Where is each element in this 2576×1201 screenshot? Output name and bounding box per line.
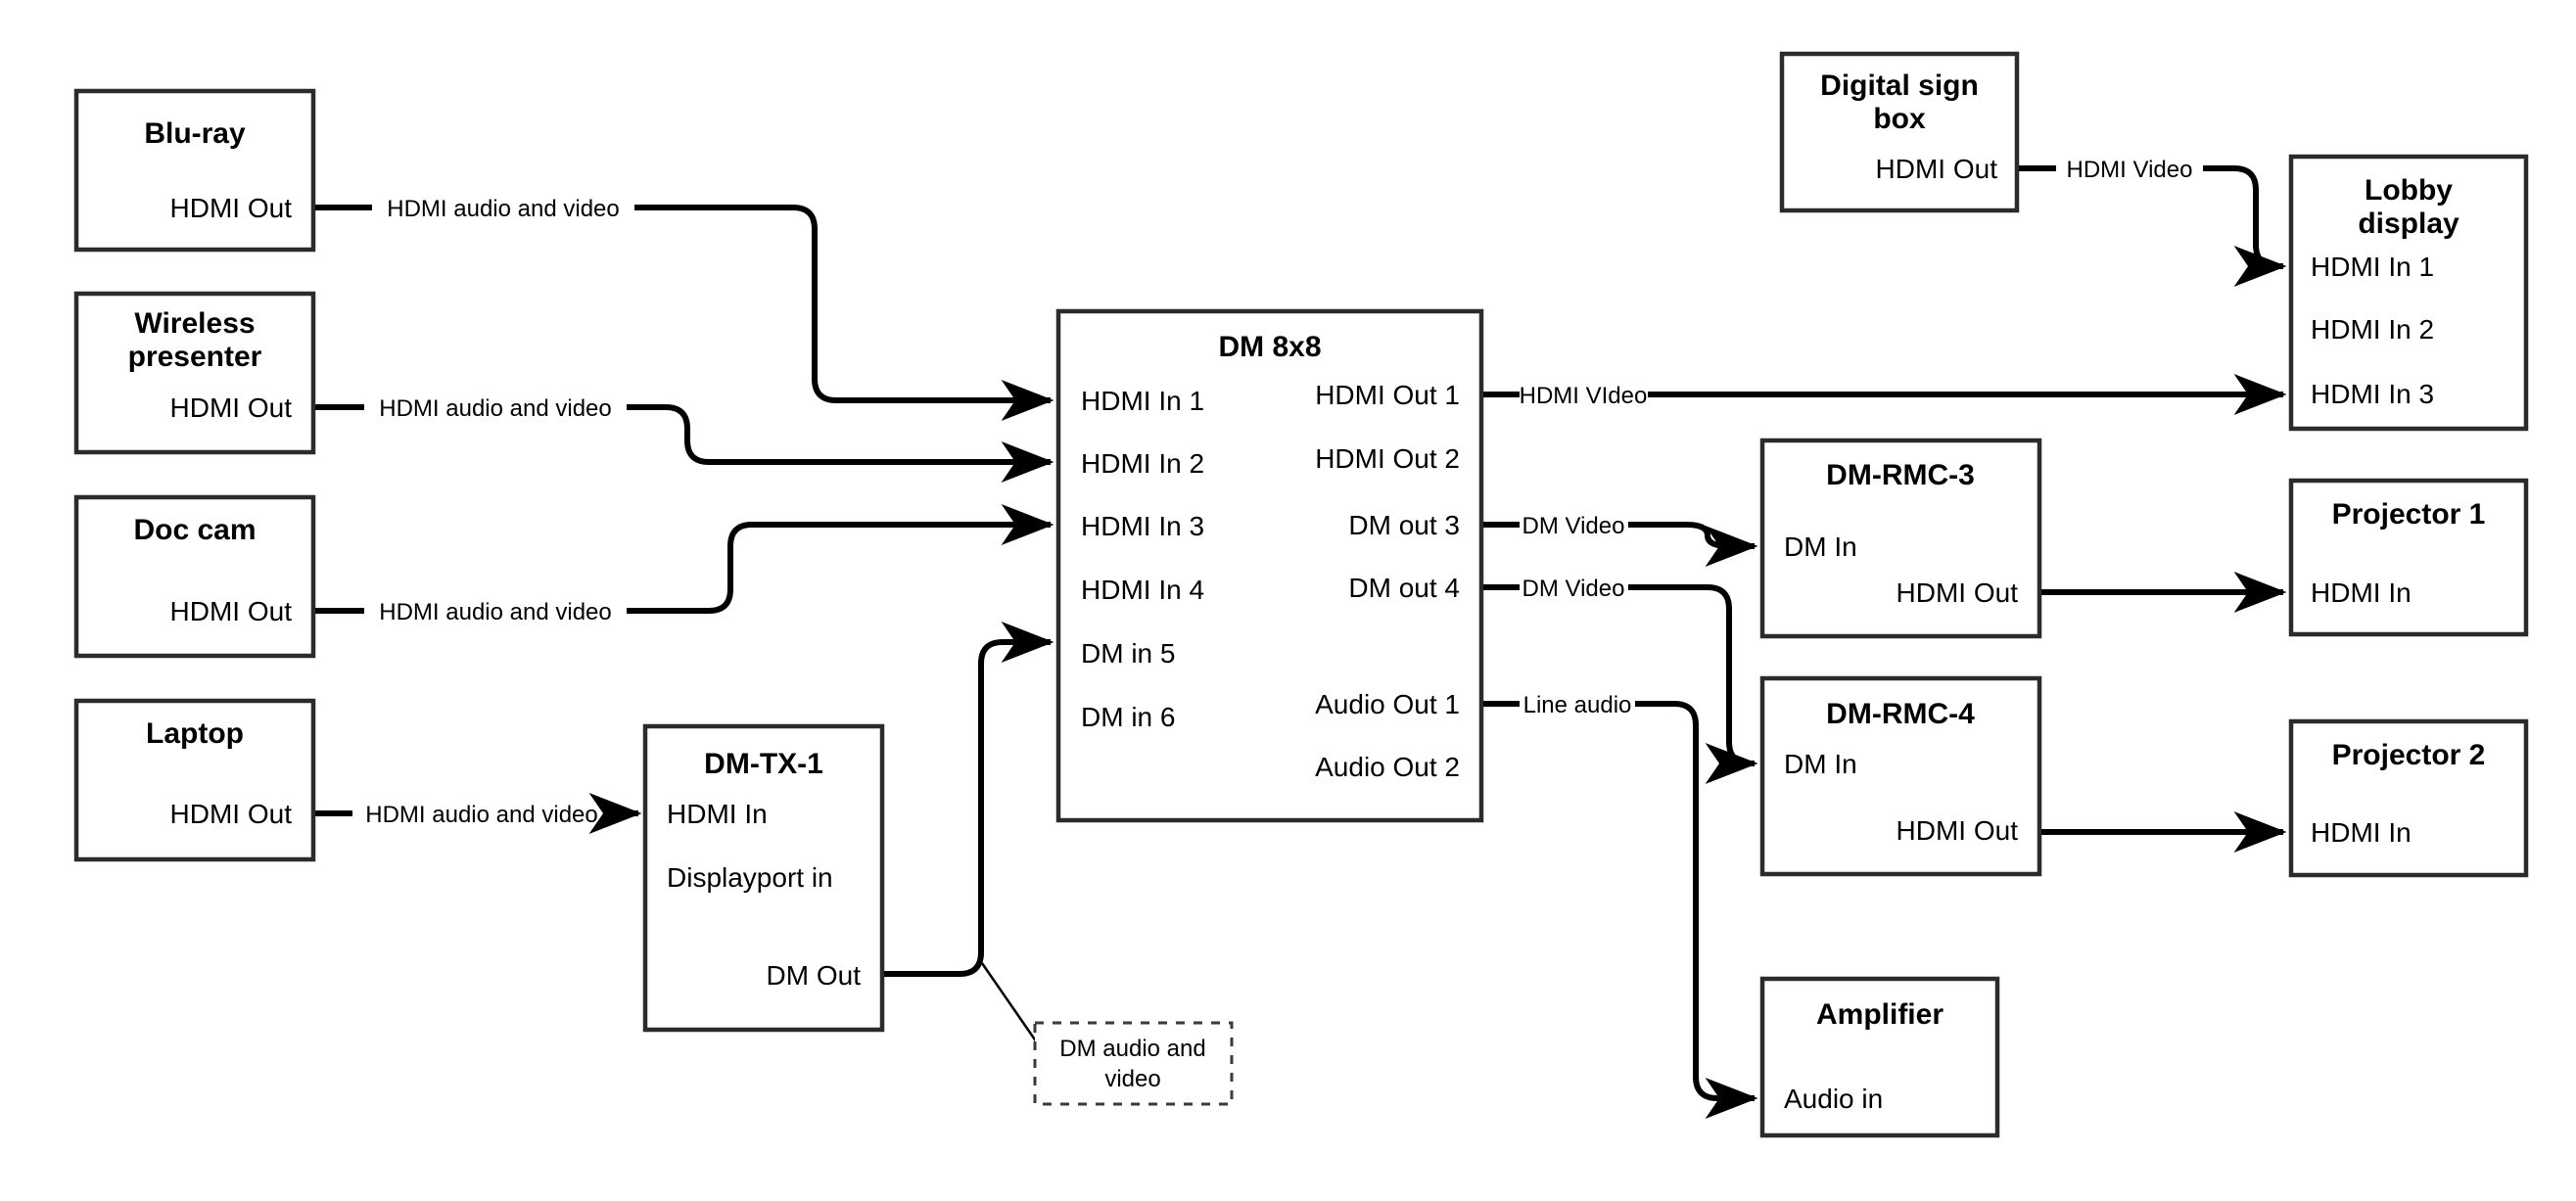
edge-label-laptop: HDMI audio and video: [365, 802, 597, 828]
projector2-title: Projector 2: [2332, 739, 2486, 771]
projector1-title: Projector 1: [2332, 498, 2486, 531]
edge-label-group: HDMI audio and video HDMI audio and vide…: [365, 157, 2192, 828]
projector1-port-hdmi-in: HDMI In: [2311, 577, 2412, 608]
wireless-port-hdmi-out: HDMI Out: [170, 393, 293, 423]
wire-dmout3-to-rmc3: [1481, 522, 1758, 567]
node-projector-1[interactable]: Projector 1 HDMI In: [2288, 478, 2529, 637]
dm8x8-input-1: HDMI In 1: [1081, 386, 1204, 416]
lobby-title-line1: Lobby: [2365, 174, 2453, 207]
dm8x8-output-1: HDMI Out 1: [1315, 380, 1460, 410]
wireless-title-line1: Wireless: [134, 307, 255, 340]
node-bluray[interactable]: Blu-ray HDMI Out: [73, 88, 316, 253]
lobby-port-hdmi-in-2: HDMI In 2: [2311, 314, 2434, 345]
dm8x8-input-2: HDMI In 2: [1081, 448, 1204, 479]
dm8x8-output-3: DM out 3: [1348, 510, 1460, 540]
node-dm-rmc-4[interactable]: DM-RMC-4 DM In HDMI Out: [1759, 675, 2042, 877]
edge-label-audioout1: Line audio: [1523, 692, 1632, 718]
wire-callout-leader: [980, 962, 1041, 1046]
wire-bluray-to-dm8x8: [313, 205, 1054, 421]
bluray-port-hdmi-out: HDMI Out: [170, 193, 293, 223]
node-dm-8x8[interactable]: DM 8x8 HDMI In 1 HDMI In 2 HDMI In 3 HDM…: [1055, 308, 1484, 823]
dmtx1-title: DM-TX-1: [704, 748, 823, 780]
dmtx1-port-displayport-in: Displayport in: [667, 862, 833, 893]
bluray-title: Blu-ray: [144, 117, 246, 150]
digitalsign-title-line1: Digital sign: [1820, 69, 1979, 102]
doccam-port-hdmi-out: HDMI Out: [170, 596, 293, 626]
laptop-title: Laptop: [146, 717, 244, 750]
lobby-port-hdmi-in-3: HDMI In 3: [2311, 379, 2434, 409]
node-dm-rmc-3[interactable]: DM-RMC-3 DM In HDMI Out: [1759, 438, 2042, 639]
dm8x8-input-3: HDMI In 3: [1081, 511, 1204, 541]
callout-line1: DM audio and: [1059, 1036, 1205, 1062]
node-projector-2[interactable]: Projector 2 HDMI In: [2288, 718, 2529, 878]
lobby-title-line2: display: [2358, 208, 2459, 240]
dm8x8-output-2: HDMI Out 2: [1315, 443, 1460, 474]
edge-label-dmout3: DM Video: [1522, 513, 1625, 539]
digitalsign-title-line2: box: [1873, 103, 1926, 135]
edge-label-bluray: HDMI audio and video: [387, 196, 619, 222]
edge-label-dmout4: DM Video: [1522, 576, 1625, 602]
edge-label-doccam: HDMI audio and video: [379, 599, 611, 625]
amplifier-port-audio-in: Audio in: [1784, 1084, 1883, 1114]
wire-sign-to-lobby: [2017, 165, 2287, 287]
dmrmc3-title: DM-RMC-3: [1826, 459, 1975, 491]
dmrmc3-port-dm-in: DM In: [1784, 531, 1857, 562]
dmrmc4-port-hdmi-out: HDMI Out: [1897, 815, 2019, 846]
dmtx1-port-hdmi-in: HDMI In: [667, 799, 768, 829]
node-lobby-display[interactable]: Lobby display HDMI In 1 HDMI In 2 HDMI I…: [2288, 154, 2529, 432]
edge-label-sign-to-lobby: HDMI Video: [2067, 157, 2193, 183]
dmrmc4-port-dm-in: DM In: [1784, 749, 1857, 779]
edge-label-wireless: HDMI audio and video: [379, 395, 611, 422]
wireless-title-line2: presenter: [128, 341, 262, 373]
node-digital-sign-box[interactable]: Digital sign box HDMI Out: [1779, 51, 2020, 213]
node-dm-tx-1[interactable]: DM-TX-1 HDMI In Displayport in DM Out: [642, 723, 885, 1033]
lobby-port-hdmi-in-1: HDMI In 1: [2311, 252, 2434, 282]
dmrmc3-port-hdmi-out: HDMI Out: [1897, 577, 2019, 608]
dmrmc4-title: DM-RMC-4: [1826, 698, 1975, 730]
wire-dmtx1-to-dm8x8: [882, 622, 1054, 977]
wire-wireless-to-dm8x8: [313, 404, 1054, 483]
laptop-port-hdmi-out: HDMI Out: [170, 799, 293, 829]
node-amplifier[interactable]: Amplifier Audio in: [1759, 976, 2000, 1138]
edge-label-hdmiout1: HDMI VIdeo: [1520, 383, 1648, 409]
digitalsign-port-hdmi-out: HDMI Out: [1876, 154, 1998, 184]
dmtx1-port-dm-out: DM Out: [767, 960, 862, 991]
dm8x8-output-audio-2: Audio Out 2: [1315, 752, 1460, 782]
doccam-title: Doc cam: [133, 514, 256, 546]
projector2-port-hdmi-in: HDMI In: [2311, 817, 2412, 848]
node-laptop[interactable]: Laptop HDMI Out: [73, 698, 316, 862]
dm8x8-title: DM 8x8: [1218, 331, 1321, 363]
callout-dm-audio-and-video: DM audio and video: [1033, 1021, 1234, 1106]
amplifier-title: Amplifier: [1816, 998, 1944, 1031]
dm8x8-input-4: HDMI In 4: [1081, 575, 1204, 605]
node-doc-cam[interactable]: Doc cam HDMI Out: [73, 494, 316, 659]
dm8x8-output-audio-1: Audio Out 1: [1315, 689, 1460, 719]
node-wireless-presenter[interactable]: Wireless presenter HDMI Out: [73, 291, 316, 455]
wire-doccam-to-dm8x8: [313, 504, 1054, 614]
dm8x8-output-4: DM out 4: [1348, 573, 1460, 603]
wire-dmout4-to-rmc4: [1481, 584, 1758, 784]
dm8x8-input-6: DM in 6: [1081, 702, 1175, 732]
wire-audioout1-to-amp: [1481, 701, 1758, 1119]
dm8x8-input-5: DM in 5: [1081, 638, 1175, 669]
callout-line2: video: [1104, 1066, 1160, 1092]
